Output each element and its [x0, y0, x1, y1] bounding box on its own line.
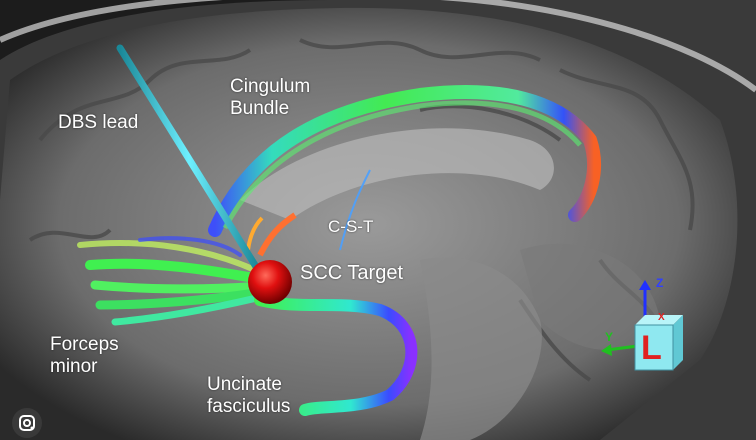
- orientation-cube: [601, 280, 683, 371]
- scc-target-sphere: [248, 260, 292, 304]
- cube-axis-z-label: Z: [656, 276, 664, 290]
- cst-tract: [339, 169, 371, 251]
- cube-axis-y-label: Y: [605, 330, 614, 344]
- scc-target-label: SCC Target: [300, 262, 404, 284]
- dbs-lead-label: DBS lead: [58, 112, 139, 133]
- uncinate-fasciculus-tract: [254, 294, 418, 416]
- lens-button[interactable]: [12, 408, 42, 438]
- forceps-minor-tract: [77, 236, 270, 326]
- dbs-lead: [116, 44, 262, 274]
- cube-axis-x-label: X: [658, 312, 665, 323]
- cube-letter-l: L: [641, 329, 662, 367]
- cst-label: C-S-T: [328, 217, 374, 236]
- cingulum-bundle-tract: [208, 85, 602, 237]
- google-lens-icon: [19, 415, 35, 431]
